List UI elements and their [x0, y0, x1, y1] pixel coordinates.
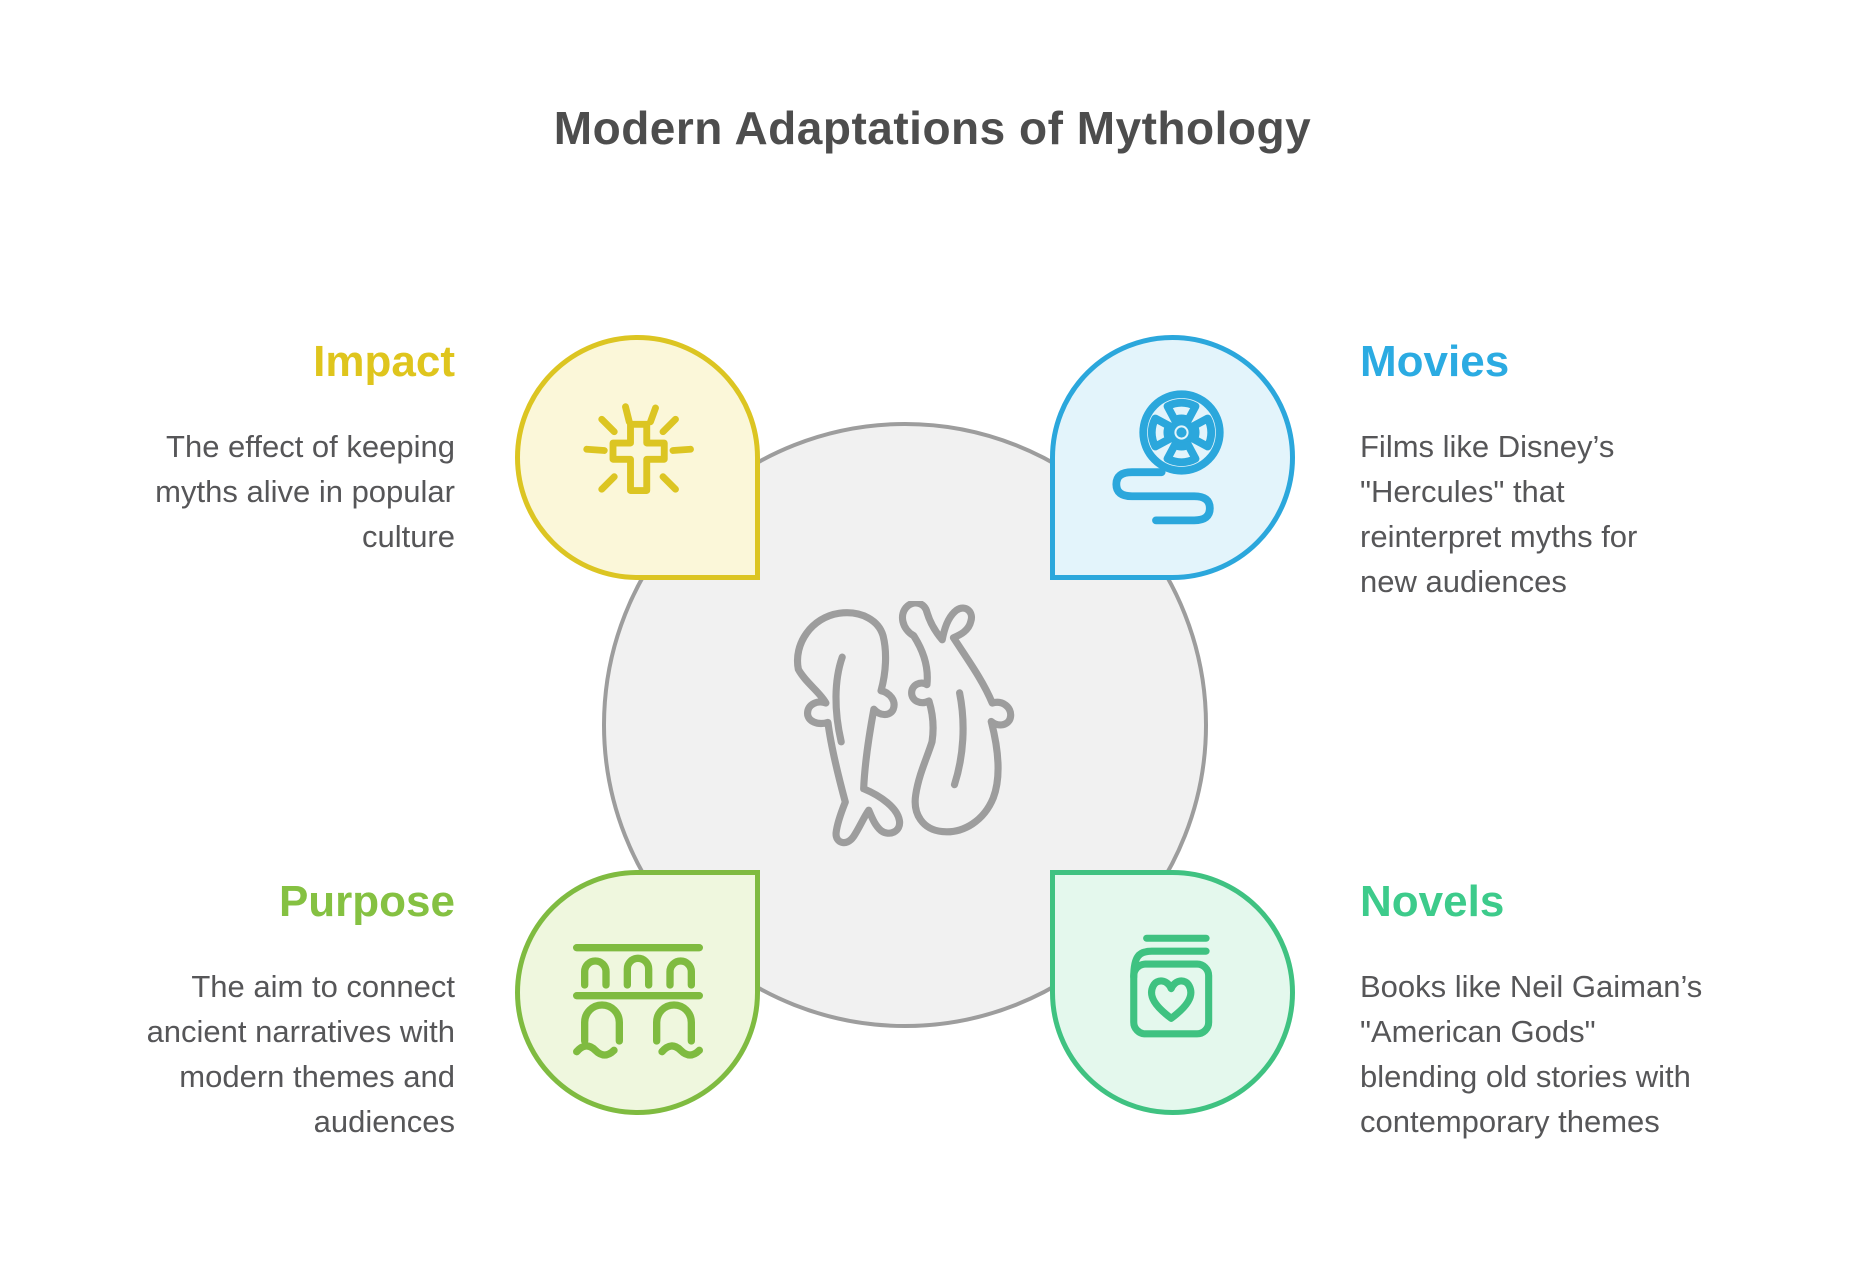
movies-description: Films like Disney’s "Hercules" that rein… — [1360, 429, 1638, 599]
pisces-koi-fish-icon — [783, 601, 1028, 851]
aqueduct-bridge-icon — [572, 943, 703, 1059]
impact-heading: Impact — [313, 337, 455, 386]
purpose-heading: Purpose — [278, 877, 455, 926]
shining-cross-icon — [582, 402, 694, 494]
novels-bubble — [1050, 870, 1295, 1115]
impact-description: The effect of keeping myths alive in pop… — [155, 429, 455, 554]
movies-heading: Movies — [1360, 337, 1510, 386]
heart-book-icon — [1130, 934, 1213, 1038]
novels-description: Books like Neil Gaiman’s "American Gods"… — [1360, 969, 1703, 1139]
novels-text-block: Novels Books like Neil Gaiman’s "America… — [1360, 878, 1810, 1144]
novels-heading: Novels — [1360, 877, 1505, 926]
impact-text-block: Impact The effect of keeping myths alive… — [55, 338, 455, 559]
purpose-description: The aim to connect ancient narratives wi… — [146, 969, 455, 1139]
movies-text-block: Movies Films like Disney’s "Hercules" th… — [1360, 338, 1810, 604]
film-reel-icon — [1111, 389, 1224, 524]
impact-bubble — [515, 335, 760, 580]
purpose-text-block: Purpose The aim to connect ancient narra… — [55, 878, 455, 1144]
purpose-bubble — [515, 870, 760, 1115]
page-title: Modern Adaptations of Mythology — [553, 102, 1312, 154]
movies-bubble — [1050, 335, 1295, 580]
